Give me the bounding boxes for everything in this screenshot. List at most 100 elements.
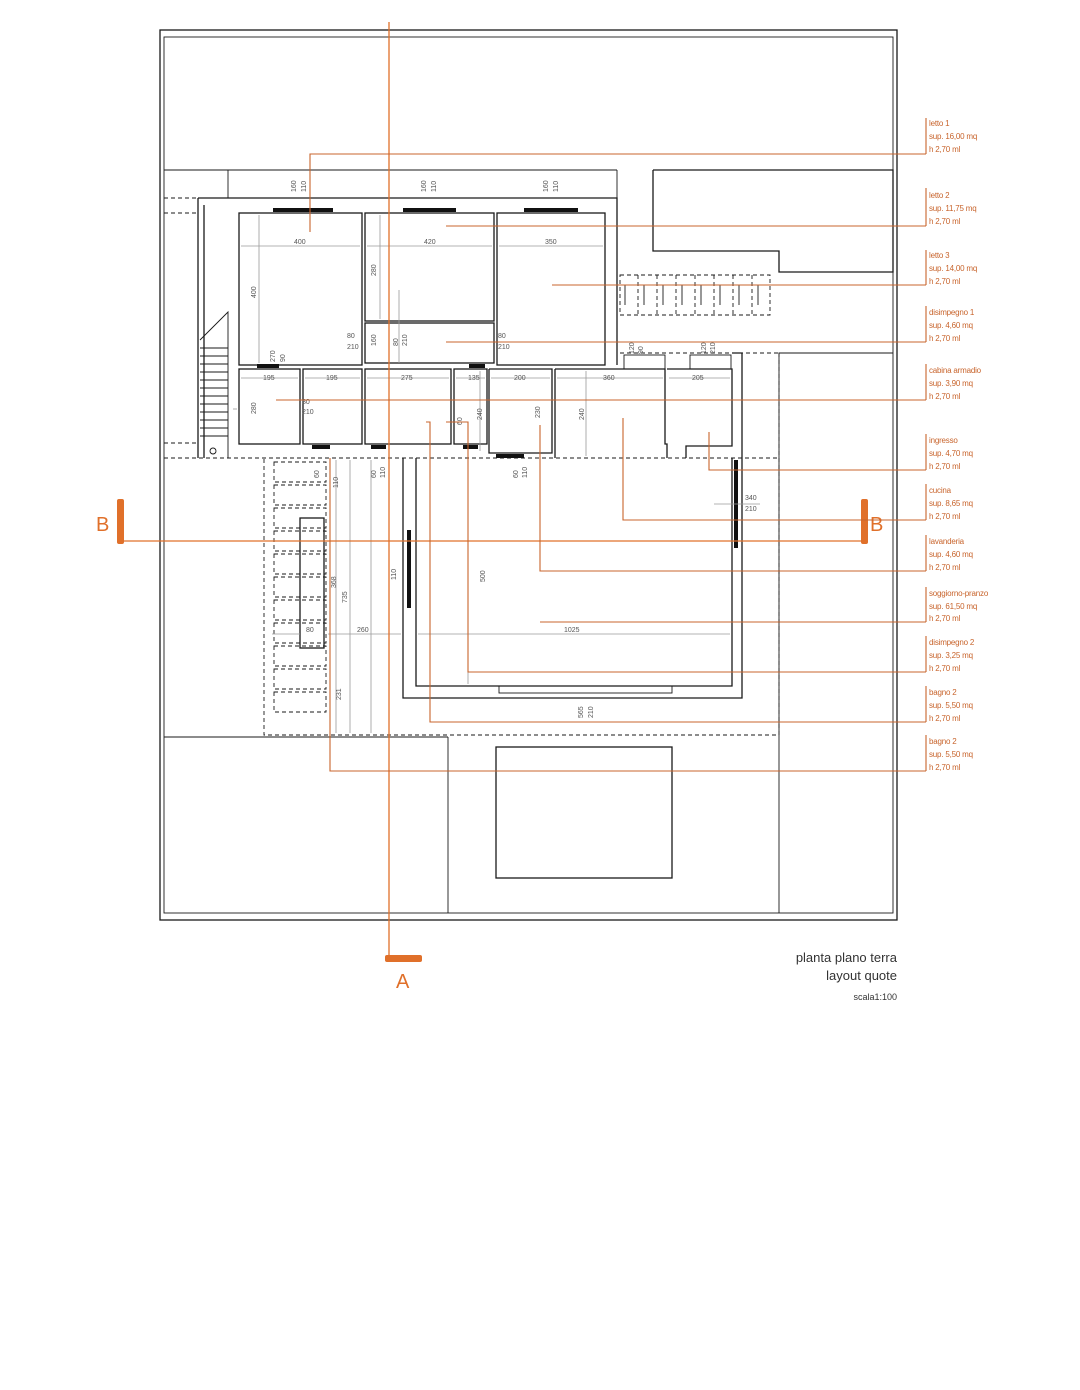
section-b-left-marker (117, 499, 124, 544)
room-label-ingresso: ingresso sup. 4,70 mq h 2,70 ml (929, 436, 973, 471)
svg-text:sup. 16,00 mq: sup. 16,00 mq (929, 132, 977, 141)
svg-text:h 2,70 ml: h 2,70 ml (929, 145, 961, 154)
dim-label: 210 (498, 344, 510, 351)
dim-label: 210 (347, 344, 359, 351)
room-label-soggiorno-pranzo: soggiorno-pranzo sup. 61,50 mq h 2,70 ml (929, 589, 989, 623)
dim-label: 110 (431, 181, 438, 192)
svg-text:h 2,70 ml: h 2,70 ml (929, 334, 961, 343)
dim-label: 60 (457, 417, 464, 425)
house-walls (164, 197, 780, 736)
dim-label: 135 (468, 375, 480, 382)
svg-text:h 2,70 ml: h 2,70 ml (929, 614, 961, 623)
svg-text:sup. 4,70 mq: sup. 4,70 mq (929, 449, 973, 458)
room-label-letto-1: letto 1 sup. 16,00 mq h 2,70 ml (929, 119, 977, 154)
section-b-right-marker (861, 499, 868, 544)
dim-label: 240 (477, 408, 484, 420)
dim-label: 210 (302, 409, 314, 416)
dim-label: 400 (251, 286, 258, 298)
section-line-b: B B (96, 499, 883, 544)
dim-label: 230 (535, 406, 542, 418)
lower-site (164, 736, 673, 913)
dim-label: 160 (291, 180, 298, 192)
dim-label: 231 (336, 688, 343, 700)
svg-text:sup. 14,00 mq: sup. 14,00 mq (929, 264, 977, 273)
dim-label: 160 (371, 334, 378, 346)
title-block: planta plano terra layout quote scala1:1… (796, 950, 898, 1002)
dim-label: 280 (371, 264, 378, 276)
dim-label: 110 (522, 467, 529, 478)
dim-label: 120 (701, 342, 708, 354)
svg-text:soggiorno-pranzo: soggiorno-pranzo (929, 589, 989, 598)
svg-text:sup. 5,50 mq: sup. 5,50 mq (929, 701, 973, 710)
dim-label: 420 (424, 239, 436, 246)
svg-text:cucina: cucina (929, 486, 952, 495)
dim-label: 360 (603, 375, 615, 382)
dimension-lines (233, 215, 730, 733)
dim-label: 90 (638, 346, 645, 354)
dim-label: 90 (280, 354, 287, 362)
dim-label: 260 (357, 627, 369, 634)
middle-row-rooms (238, 354, 733, 458)
dim-label: 80 (302, 399, 310, 406)
dim-label: 110 (553, 181, 560, 192)
dim-label: 210 (402, 334, 409, 346)
dim-label: 80 (393, 338, 400, 346)
svg-text:letto 3: letto 3 (929, 251, 950, 260)
svg-text:h 2,70 ml: h 2,70 ml (929, 763, 961, 772)
parking-grid (619, 274, 771, 316)
dim-label: 80 (347, 333, 355, 340)
dim-label: 160 (421, 180, 428, 192)
svg-text:h 2,70 ml: h 2,70 ml (929, 512, 961, 521)
dim-label: 205 (692, 375, 704, 382)
site-boundary (159, 29, 898, 921)
dim-label: 240 (579, 408, 586, 420)
dim-label: 160 (543, 180, 550, 192)
right-strip (778, 352, 893, 913)
svg-text:sup. 3,25 mq: sup. 3,25 mq (929, 651, 973, 660)
stair (199, 310, 229, 458)
room-labels: letto 1 sup. 16,00 mq h 2,70 ml letto 2 sup… (929, 119, 989, 772)
room-label-letto-3: letto 3 sup. 14,00 mq h 2,70 ml (929, 251, 977, 286)
drawing-subtitle: layout quote (826, 968, 897, 983)
dim-label: 210 (745, 506, 757, 513)
section-a-label: A (396, 971, 410, 993)
dim-label: 735 (342, 591, 349, 603)
svg-text:h 2,70 ml: h 2,70 ml (929, 392, 961, 401)
svg-text:bagno 2: bagno 2 (929, 737, 957, 746)
dim-label: 60 (371, 470, 378, 478)
svg-text:h 2,70 ml: h 2,70 ml (929, 217, 961, 226)
dim-label: 340 (745, 495, 757, 502)
dim-label: 60 (513, 470, 520, 478)
svg-text:sup. 61,50 mq: sup. 61,50 mq (929, 602, 977, 611)
svg-text:letto 2: letto 2 (929, 191, 950, 200)
svg-text:disimpegno 2: disimpegno 2 (929, 638, 975, 647)
section-b-right-label: B (870, 514, 883, 536)
drawing-scale: scala1:100 (853, 992, 897, 1002)
drawing-title: planta plano terra (796, 950, 898, 965)
section-a-marker (385, 955, 422, 962)
svg-text:h 2,70 ml: h 2,70 ml (929, 563, 961, 572)
dim-label: 210 (588, 706, 595, 718)
living-room (402, 352, 743, 699)
svg-text:h 2,70 ml: h 2,70 ml (929, 462, 961, 471)
dim-label: 80 (306, 627, 314, 634)
dim-label: 110 (301, 181, 308, 192)
dim-label: 280 (251, 402, 258, 414)
dim-label: 565 (578, 706, 585, 718)
dimension-labels: 400 420 350 195 195 275 135 200 360 205 … (251, 180, 760, 718)
svg-text:h 2,70 ml: h 2,70 ml (929, 277, 961, 286)
room-leader-lines (276, 118, 927, 772)
dim-label: 60 (314, 470, 321, 478)
dim-label: 400 (294, 239, 306, 246)
svg-text:letto 1: letto 1 (929, 119, 950, 128)
dim-label: 80 (498, 333, 506, 340)
svg-text:ingresso: ingresso (929, 436, 958, 445)
bedrooms (238, 208, 606, 366)
dim-label: 1025 (564, 627, 580, 634)
